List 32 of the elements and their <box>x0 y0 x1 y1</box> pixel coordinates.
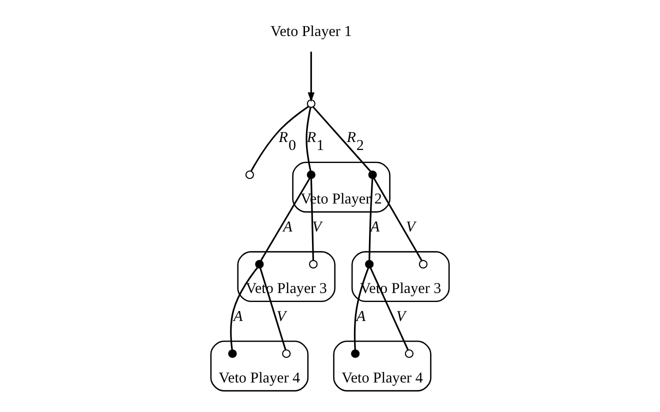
cluster: Veto Player 4 <box>333 340 432 392</box>
edge-label: V <box>396 308 406 325</box>
node-circle <box>306 99 316 108</box>
edge-label: V <box>312 220 322 236</box>
edge-label: V <box>276 308 286 325</box>
connector <box>312 106 372 172</box>
connector <box>230 267 258 350</box>
arrow <box>308 52 315 102</box>
node-circle <box>228 349 237 358</box>
connector <box>373 178 422 261</box>
node-circle <box>306 170 316 180</box>
node-text: Veto Player 1 <box>270 24 352 40</box>
edge-label: A <box>356 308 366 325</box>
edge-label: A <box>283 220 292 236</box>
connector <box>354 268 370 350</box>
node-circle <box>255 260 264 268</box>
node-circle <box>404 349 414 358</box>
node-circle <box>351 349 360 358</box>
edge-label: A <box>234 308 243 325</box>
connector <box>250 106 310 172</box>
connector <box>370 267 409 350</box>
node-circle <box>245 170 254 180</box>
node-circle <box>282 349 291 358</box>
node-circle <box>365 260 374 268</box>
node-circle <box>368 170 377 180</box>
node-circle <box>308 260 318 268</box>
connector <box>310 178 314 260</box>
cluster: Veto Player 4 <box>210 340 309 392</box>
connector <box>260 178 310 261</box>
node-circle <box>418 260 428 268</box>
connector <box>368 178 374 260</box>
edge-label: V <box>406 220 416 236</box>
